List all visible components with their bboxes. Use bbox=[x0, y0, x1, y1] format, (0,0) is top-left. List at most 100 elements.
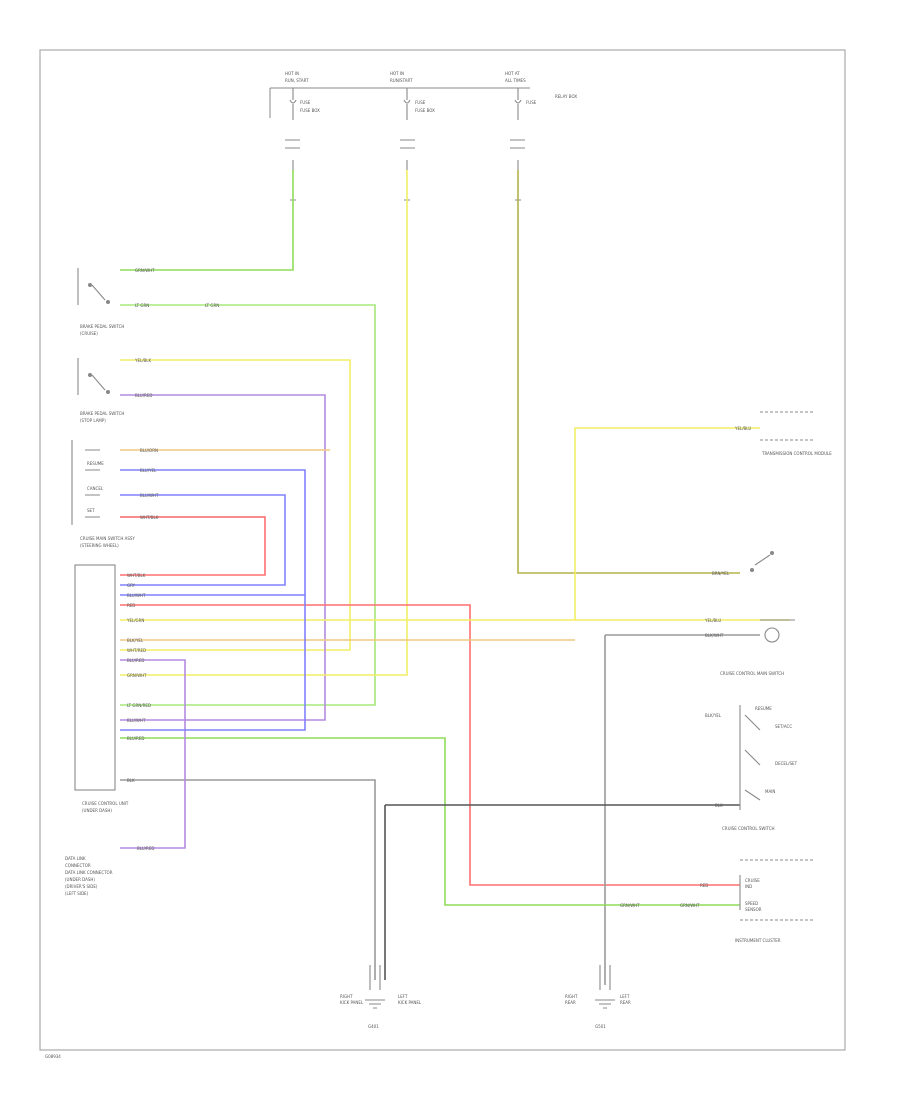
svg-text:BLU/RED: BLU/RED bbox=[127, 736, 144, 741]
component-label: CRUISE MAIN SWITCH ASSY bbox=[80, 536, 135, 541]
component-label: INSTRUMENT CLUSTER bbox=[735, 938, 781, 943]
fuse-label-top: HOT AT bbox=[505, 71, 520, 76]
relay-switch bbox=[750, 551, 774, 572]
fuse-label-top: HOT IN bbox=[285, 71, 299, 76]
instrument-cluster: CRUISE IND SPEED SENSOR INSTRUMENT CLUST… bbox=[735, 859, 815, 943]
svg-text:YEL/BLK: YEL/BLK bbox=[134, 358, 152, 363]
svg-text:BLU/RED: BLU/RED bbox=[127, 658, 144, 663]
svg-text:BLU/WHT: BLU/WHT bbox=[140, 493, 159, 498]
svg-text:GRN/WHT: GRN/WHT bbox=[135, 268, 155, 273]
svg-text:BLU/RED: BLU/RED bbox=[135, 393, 152, 398]
svg-text:WHT/BLK: WHT/BLK bbox=[127, 573, 146, 578]
svg-text:(CRUISE): (CRUISE) bbox=[80, 331, 98, 336]
svg-text:(STOP LAMP): (STOP LAMP) bbox=[80, 418, 106, 423]
ground-label: G401 bbox=[368, 1024, 379, 1029]
svg-text:CONNECTOR: CONNECTOR bbox=[65, 863, 91, 868]
figure-id: G08934 bbox=[45, 1054, 61, 1059]
fuse-label-bottom: RUN/START bbox=[390, 78, 413, 83]
svg-text:GRN/WHT: GRN/WHT bbox=[620, 903, 640, 908]
svg-text:BLU/RED: BLU/RED bbox=[137, 846, 154, 851]
svg-text:RESUME: RESUME bbox=[87, 461, 104, 466]
svg-text:DATA LINK: DATA LINK bbox=[65, 856, 86, 861]
svg-text:CANCEL: CANCEL bbox=[87, 486, 104, 491]
svg-text:RIGHT: RIGHT bbox=[340, 994, 353, 999]
svg-text:WHT/BLK: WHT/BLK bbox=[140, 515, 159, 520]
svg-text:KICK PANEL: KICK PANEL bbox=[340, 1000, 364, 1005]
svg-text:YEL/BLU: YEL/BLU bbox=[704, 618, 721, 623]
cruise-control-unit: CRUISE CONTROL UNIT (UNDER DASH) DATA LI… bbox=[65, 564, 129, 896]
component-label: TRANSMISSION CONTROL MODULE bbox=[761, 451, 832, 456]
svg-text:LEFT: LEFT bbox=[398, 994, 408, 999]
component-label: BRAKE PEDAL SWITCH bbox=[80, 324, 124, 329]
svg-text:RIGHT: RIGHT bbox=[565, 994, 578, 999]
svg-text:FUSE: FUSE bbox=[415, 100, 426, 105]
svg-text:BLU/ORN: BLU/ORN bbox=[140, 448, 158, 453]
svg-text:RESUME: RESUME bbox=[755, 706, 772, 711]
fuse-label-top: HOT IN bbox=[390, 71, 404, 76]
wires bbox=[120, 170, 790, 985]
svg-text:BLK/YEL: BLK/YEL bbox=[705, 713, 722, 718]
svg-text:CRUISE: CRUISE bbox=[745, 878, 760, 883]
svg-text:(STEERING WHEEL): (STEERING WHEEL) bbox=[80, 543, 119, 548]
ground-1: RIGHT KICK PANEL LEFT KICK PANEL G401 bbox=[340, 965, 422, 1029]
svg-text:DECEL/SET: DECEL/SET bbox=[775, 761, 798, 766]
svg-text:REAR: REAR bbox=[620, 1000, 631, 1005]
component-label: CRUISE CONTROL MAIN SWITCH bbox=[720, 671, 784, 676]
svg-text:YEL/GRN: YEL/GRN bbox=[126, 618, 144, 623]
ground-2: RIGHT REAR LEFT REAR G501 bbox=[565, 965, 631, 1029]
transmission-control-module: TRANSMISSION CONTROL MODULE bbox=[760, 411, 832, 456]
svg-text:BRN/YEL: BRN/YEL bbox=[712, 571, 730, 576]
svg-text:REAR: REAR bbox=[565, 1000, 576, 1005]
svg-text:WHT/RED: WHT/RED bbox=[127, 648, 146, 653]
svg-text:SPEED: SPEED bbox=[745, 901, 758, 906]
cruise-main-switch: CRUISE CONTROL MAIN SWITCH bbox=[720, 619, 795, 676]
svg-text:FUSE: FUSE bbox=[526, 100, 537, 105]
svg-text:FUSE: FUSE bbox=[300, 100, 311, 105]
wire-labels: GRN/WHT LT GRN LT GRN YEL/BLK BLU/RED BL… bbox=[126, 268, 751, 908]
fuse-label-bottom: RUN, START bbox=[285, 78, 309, 83]
fuse-label-bottom: ALL TIMES bbox=[505, 78, 526, 83]
svg-text:LT GRN: LT GRN bbox=[135, 303, 149, 308]
brake-pedal-switch-1: BRAKE PEDAL SWITCH (CRUISE) bbox=[77, 268, 124, 336]
svg-text:BLK: BLK bbox=[127, 778, 135, 783]
fuse-note: RELAY BOX bbox=[555, 94, 577, 99]
ground-label: G501 bbox=[595, 1024, 606, 1029]
component-label: CRUISE CONTROL SWITCH bbox=[722, 826, 775, 831]
component-label: CRUISE CONTROL UNIT bbox=[82, 801, 129, 806]
svg-text:(UNDER DASH): (UNDER DASH) bbox=[65, 877, 95, 882]
svg-text:BLK: BLK bbox=[715, 803, 723, 808]
fuse-note: FUSE BOX bbox=[300, 108, 320, 113]
cruise-main-switch-assy: RESUME CANCEL SET CRUISE MAIN SWITCH ASS… bbox=[71, 440, 135, 548]
svg-text:SET: SET bbox=[87, 508, 95, 513]
svg-text:SENSOR: SENSOR bbox=[745, 907, 762, 912]
svg-text:BLU/WHT: BLU/WHT bbox=[127, 593, 146, 598]
svg-text:BLK/YEL: BLK/YEL bbox=[127, 638, 144, 643]
svg-text:LEFT: LEFT bbox=[620, 994, 630, 999]
svg-text:YEL/BLU: YEL/BLU bbox=[734, 426, 751, 431]
diagram-frame bbox=[39, 49, 846, 1051]
svg-text:LT GRN: LT GRN bbox=[205, 303, 219, 308]
svg-text:SET/ACC: SET/ACC bbox=[775, 724, 792, 729]
svg-text:BLU/YEL: BLU/YEL bbox=[140, 468, 157, 473]
svg-text:BLU/WHT: BLU/WHT bbox=[127, 718, 146, 723]
svg-text:GRN/WHT: GRN/WHT bbox=[127, 673, 147, 678]
component-label: BRAKE PEDAL SWITCH bbox=[80, 411, 124, 416]
svg-text:(LEFT SIDE): (LEFT SIDE) bbox=[65, 891, 89, 896]
svg-text:IND: IND bbox=[745, 884, 752, 889]
svg-text:MAIN: MAIN bbox=[765, 789, 775, 794]
svg-text:(DRIVER'S SIDE): (DRIVER'S SIDE) bbox=[65, 884, 98, 889]
svg-text:(UNDER DASH): (UNDER DASH) bbox=[82, 808, 112, 813]
fuse-note: FUSE BOX bbox=[415, 108, 435, 113]
svg-text:KICK PANEL: KICK PANEL bbox=[398, 1000, 422, 1005]
brake-pedal-switch-2: BRAKE PEDAL SWITCH (STOP LAMP) bbox=[77, 358, 124, 423]
svg-text:GRN/WHT: GRN/WHT bbox=[680, 903, 700, 908]
svg-text:BLK/WHT: BLK/WHT bbox=[705, 633, 724, 638]
svg-text:LT GRN/RED: LT GRN/RED bbox=[127, 703, 151, 708]
svg-text:RED: RED bbox=[127, 603, 135, 608]
fuse-box-area: HOT IN RUN, START HOT IN RUN/START HOT A… bbox=[269, 71, 577, 201]
svg-text:GRY: GRY bbox=[127, 583, 136, 588]
svg-text:RED: RED bbox=[700, 883, 708, 888]
cruise-control-switch: RESUME SET/ACC DECEL/SET MAIN CRUISE CON… bbox=[722, 705, 798, 831]
component-label: DATA LINK CONNECTOR bbox=[65, 870, 113, 875]
